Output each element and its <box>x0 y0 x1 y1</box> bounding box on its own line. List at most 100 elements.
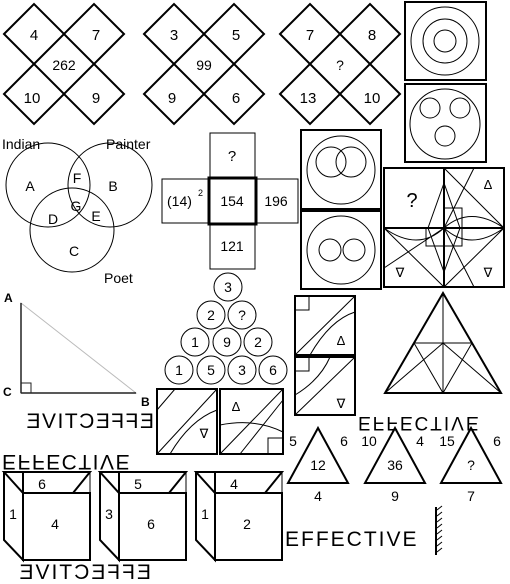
fig-square-4-triangle: Δ <box>232 399 241 414</box>
cube-2: 5 3 6 <box>97 471 189 563</box>
diamond-2-bottom-left: 9 <box>168 90 176 107</box>
num-tri-2-bottom: 9 <box>391 488 399 504</box>
number-triangle-1: 5 6 12 4 <box>286 425 350 504</box>
figure-square-4: Δ <box>219 388 284 455</box>
fig-square-1-triangle: Δ <box>337 333 346 348</box>
cube-3: 4 1 2 <box>193 471 285 563</box>
diamond-1-top-right: 7 <box>92 27 100 44</box>
diamond-1-top-left: 4 <box>30 27 38 44</box>
word-mirrored: EFFECTIVE <box>25 410 154 433</box>
word-effective: EFFECTIVE <box>285 528 419 551</box>
num-tri-3-right: 6 <box>493 433 501 449</box>
fig-triangle-down-2: ∇ <box>483 265 493 280</box>
cube-2-front: 6 <box>147 516 155 532</box>
word-variant-2: EFFECTIVE <box>2 450 131 473</box>
venn-label-indian: Indian <box>2 136 40 152</box>
num-tri-2-center: 36 <box>387 457 403 473</box>
figure-puzzle-missing: ? <box>406 190 417 212</box>
diamond-1-center: 262 <box>52 57 76 73</box>
pyramid-r4-c1: 1 <box>175 362 183 378</box>
word-variant-4: EFFECTIVE <box>17 561 151 584</box>
pyramid-r4-c2: 5 <box>207 362 215 378</box>
cross-bottom: 121 <box>220 238 244 254</box>
pyramid-r4-c3: 3 <box>238 362 246 378</box>
fig-triangle-up-1: Δ <box>484 177 493 192</box>
figure-square-1: Δ <box>294 295 356 356</box>
num-tri-3-bottom: 7 <box>467 488 475 504</box>
number-pyramid: 3 2 ? 1 9 2 1 5 3 6 <box>164 272 288 385</box>
vertex-c: C <box>3 385 12 399</box>
num-tri-3-left: 15 <box>439 433 455 449</box>
diamond-3-top-left: 7 <box>306 27 314 44</box>
figure-square-2: ∇ <box>294 356 356 416</box>
word-mirrored-flipped: EFFECTIVE <box>2 450 131 473</box>
separate-circles-box <box>300 210 382 290</box>
number-triangle-3: 15 6 ? 7 <box>439 425 503 504</box>
cube-3-front: 2 <box>243 516 251 532</box>
venn-region-b: B <box>108 178 117 194</box>
mirror-hatch <box>436 505 443 553</box>
num-tri-1-right: 6 <box>340 433 348 449</box>
cube-1-front: 4 <box>51 516 59 532</box>
cross-left: (14) <box>167 193 192 209</box>
diamond-2-top-left: 3 <box>170 27 178 44</box>
diamond-puzzle-2: 3 5 99 9 6 <box>142 2 266 126</box>
diamond-2-top-right: 5 <box>232 27 240 44</box>
pyramid-r2-c1: 2 <box>207 307 215 323</box>
diamond-3-bottom-left: 13 <box>300 90 317 107</box>
word-variant-1: EFFECTIVE <box>25 410 154 433</box>
word-upside-down: EFFECTIVE <box>358 412 481 433</box>
word-variant-5: EFFECTIVE <box>285 505 443 555</box>
cube-3-top: 4 <box>230 476 238 492</box>
venn-region-g: G <box>71 198 82 214</box>
number-triangle-2: 10 4 36 9 <box>361 425 427 504</box>
three-circles-box <box>404 83 487 163</box>
diamond-1-bottom-right: 9 <box>92 90 100 107</box>
cube-1: 6 1 4 <box>1 471 93 563</box>
vertex-a: A <box>4 291 13 305</box>
diamond-1-bottom-left: 10 <box>24 90 41 107</box>
cube-2-top: 5 <box>134 476 142 492</box>
venn-label-poet: Poet <box>104 270 133 286</box>
pyramid-r1-c1: 3 <box>224 279 232 295</box>
diamond-puzzle-1: 4 7 262 10 9 <box>2 2 126 126</box>
num-tri-3-center: ? <box>467 457 475 473</box>
venn-region-a: A <box>25 178 35 194</box>
venn-diagram: Indian Painter Poet A B C D E F G <box>2 136 153 286</box>
venn-region-c: C <box>69 243 79 259</box>
cube-3-left: 1 <box>201 506 209 522</box>
fig-triangle-down-1: ∇ <box>395 265 405 280</box>
pyramid-r3-c1: 1 <box>191 334 199 350</box>
diamond-3-center: ? <box>336 57 344 73</box>
venn-label-painter: Painter <box>106 136 151 152</box>
pyramid-r3-c3: 2 <box>254 334 262 350</box>
cross-number-puzzle: ? (14) 2 154 196 121 <box>161 132 299 270</box>
pyramid-r2-c2: ? <box>238 307 246 323</box>
venn-region-f: F <box>73 170 82 186</box>
fig-square-3-triangle: ∇ <box>199 426 209 441</box>
cube-2-left: 3 <box>105 506 113 522</box>
cube-1-left: 1 <box>9 506 17 522</box>
diamond-3-top-right: 8 <box>368 27 376 44</box>
fig-square-2-triangle: ∇ <box>336 396 346 411</box>
figure-square-3: ∇ <box>156 388 218 455</box>
num-tri-1-center: 12 <box>310 457 326 473</box>
num-tri-2-left: 10 <box>361 433 377 449</box>
pyramid-r4-c4: 6 <box>269 362 277 378</box>
cross-left-exponent: 2 <box>198 188 203 198</box>
word-reversed: EFFECTIVE <box>17 561 151 584</box>
pyramid-r3-c2: 9 <box>223 334 231 350</box>
num-tri-1-bottom: 4 <box>314 488 322 504</box>
cross-top: ? <box>228 148 236 165</box>
concentric-circles-box <box>404 1 487 81</box>
large-triangle-figure <box>383 291 503 394</box>
overlapping-circles-box <box>300 129 382 210</box>
diamond-2-center: 99 <box>196 57 212 73</box>
num-tri-2-right: 4 <box>416 433 424 449</box>
word-variant-3: EFFECTIVE <box>358 412 481 433</box>
vertex-b: B <box>141 395 150 409</box>
figure-puzzle-grid: ? Δ ∇ ∇ <box>383 167 505 288</box>
diamond-puzzle-3: 7 8 ? 13 10 <box>278 2 402 126</box>
venn-region-e: E <box>91 208 100 224</box>
